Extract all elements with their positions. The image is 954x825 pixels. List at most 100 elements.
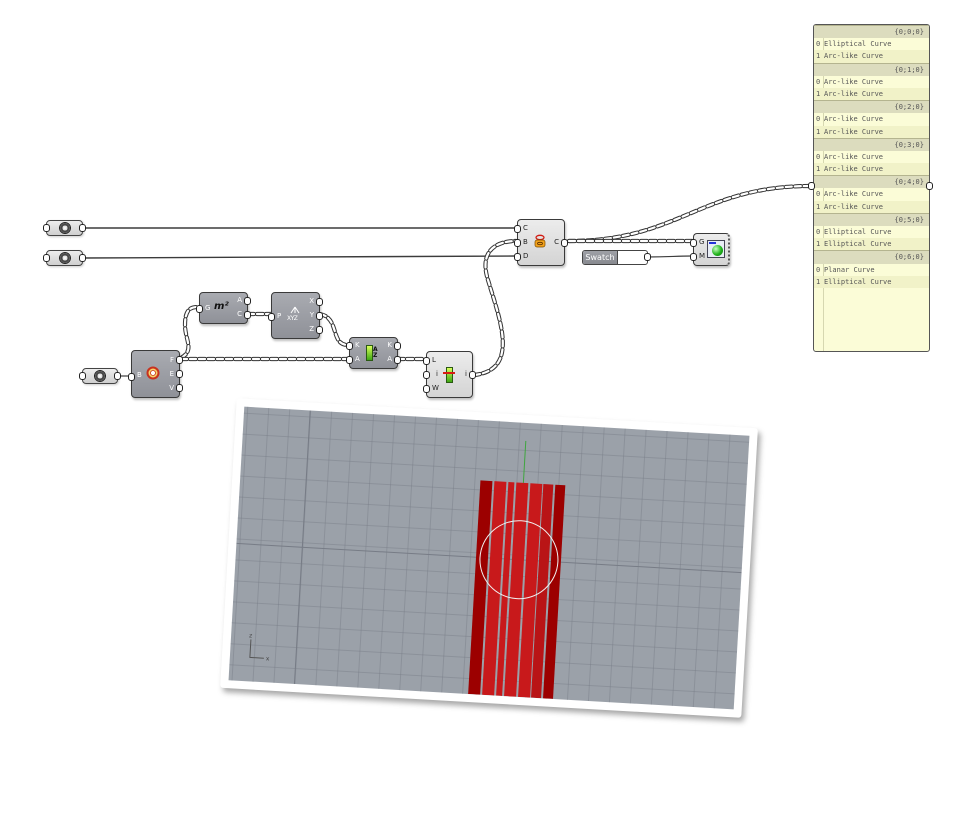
input-grip[interactable] (690, 239, 697, 247)
deconstruct-brep-icon (145, 365, 161, 381)
output-grip[interactable] (469, 371, 476, 379)
curve-param-icon (58, 252, 71, 264)
panel-item-index: 0 (816, 40, 821, 49)
strip (468, 480, 493, 695)
panel-input-grip[interactable] (808, 182, 815, 190)
input-g-label: G (699, 238, 705, 246)
curve-type-component[interactable]: C B D C (514, 219, 568, 266)
input-grip[interactable] (423, 371, 430, 379)
panel-item-index: 0 (816, 228, 821, 236)
output-grip[interactable] (244, 311, 251, 319)
swatch-output-grip[interactable] (644, 253, 651, 261)
curve-param-1[interactable] (43, 220, 86, 236)
rhino-viewport: z x (228, 406, 750, 710)
panel-item-index: 0 (816, 115, 821, 124)
output-i-label: i (465, 370, 467, 378)
axis-label-z: z (249, 632, 253, 639)
list-item-component[interactable]: L i W i (423, 351, 476, 398)
wire-swatch-to-M (646, 255, 693, 258)
panel-branch-path: {0;1;0} (814, 62, 929, 76)
curve-param-icon (58, 222, 71, 234)
input-grip[interactable] (514, 253, 521, 261)
output-grip[interactable] (79, 254, 86, 262)
input-grip[interactable] (514, 225, 521, 233)
panel-item-text: Arc-like Curve (824, 152, 884, 161)
input-grip[interactable] (423, 385, 430, 393)
input-grip[interactable] (79, 372, 86, 380)
arrow-icon (443, 372, 455, 374)
output-grip[interactable] (244, 297, 251, 305)
strip (518, 483, 543, 698)
output-grip[interactable] (394, 342, 401, 350)
input-grip[interactable] (128, 373, 135, 381)
output-c-label: C (237, 310, 242, 318)
output-grip[interactable] (316, 312, 323, 320)
curve-param-2[interactable] (43, 250, 86, 266)
input-grip[interactable] (514, 239, 521, 247)
output-a-label: A (387, 355, 392, 363)
input-grip[interactable] (268, 313, 275, 321)
rhino-viewport-capture: z x (220, 398, 758, 718)
input-a-label: A (355, 355, 360, 363)
output-grip[interactable] (316, 326, 323, 334)
input-grip[interactable] (43, 254, 50, 262)
panel-item-text: Arc-like Curve (824, 127, 884, 136)
custom-preview-component[interactable]: G M (690, 233, 730, 266)
output-grip[interactable] (79, 224, 86, 232)
panel-branch-path: {0;5;0} (814, 212, 929, 226)
input-grip[interactable] (423, 357, 430, 365)
wire-listitem-to-B (471, 238, 519, 378)
input-grip[interactable] (346, 356, 353, 364)
wire-faces-to-area (178, 304, 201, 361)
input-grip[interactable] (43, 224, 50, 232)
panel-item-text: Arc-like Curve (824, 115, 884, 124)
input-grip[interactable] (690, 253, 697, 261)
output-f-label: F (169, 356, 174, 364)
panel-branch-path: {0;2;0} (814, 100, 929, 114)
grid-major-y (293, 410, 311, 685)
panel-item-text: Planar Curve (824, 265, 875, 274)
deconstruct-point-component[interactable]: P X Y Z XYZ (268, 292, 323, 339)
panel-item-index: 0 (816, 77, 821, 86)
wire-curvetype-to-panel (566, 183, 814, 244)
output-v-label: V (169, 384, 174, 392)
swatch-component[interactable]: Swatch (582, 250, 648, 265)
swatch-label: Swatch (583, 251, 618, 264)
output-grip[interactable] (176, 384, 183, 392)
panel-item-index: 1 (816, 127, 821, 136)
strip (496, 481, 515, 696)
sort-list-component[interactable]: K A K A AZ (346, 337, 401, 369)
input-g-label: G (205, 304, 211, 312)
brep-param[interactable] (79, 368, 121, 384)
y-axis-green (522, 440, 527, 485)
panel-item-index: 1 (816, 277, 821, 286)
output-grip[interactable] (176, 370, 183, 378)
panel-output-grip[interactable] (926, 182, 933, 190)
area-component[interactable]: G A C m² (196, 292, 251, 324)
input-grip[interactable] (196, 305, 203, 313)
output-grip[interactable] (394, 356, 401, 364)
input-l-label: L (432, 356, 436, 364)
output-grip[interactable] (561, 239, 568, 247)
output-grip[interactable] (316, 298, 323, 306)
output-grip[interactable] (114, 372, 121, 380)
base-circle (479, 520, 559, 600)
input-k-label: K (355, 341, 360, 349)
axis-gizmo (249, 639, 264, 659)
panel-item-index: 0 (816, 265, 821, 274)
tree-branch-icon (290, 306, 300, 314)
output-grip[interactable] (176, 356, 183, 364)
input-d-label: D (523, 252, 529, 260)
input-grip[interactable] (346, 342, 353, 350)
panel-branch-path: {0;4;0} (814, 175, 929, 189)
deconstruct-brep-component[interactable]: B F E V (128, 350, 183, 398)
deconstruct-point-icon: XYZ (287, 315, 298, 322)
